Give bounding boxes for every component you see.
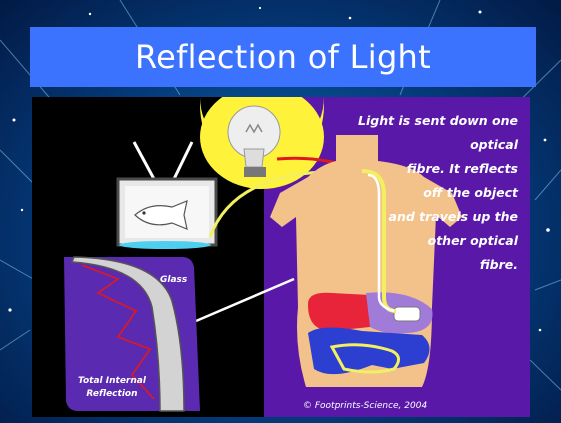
caption-line: Light is sent down one optical xyxy=(308,109,518,157)
slide-title: Reflection of Light xyxy=(135,38,431,76)
diagram-caption: Light is sent down one optical fibre. It… xyxy=(308,109,518,277)
caption-line: other optical xyxy=(308,229,518,253)
caption-line: fibre. xyxy=(308,253,518,277)
tir-label-line: Total Internal xyxy=(78,375,146,388)
copyright-notice: © Footprints-Science, 2004 xyxy=(303,401,427,411)
glass-label: Glass xyxy=(160,275,187,285)
caption-line: fibre. It reflects xyxy=(308,157,518,181)
caption-line: off the object xyxy=(308,181,518,205)
caption-line: and travels up the xyxy=(308,205,518,229)
title-bar: Reflection of Light xyxy=(30,27,536,87)
endoscope-diagram: Light is sent down one optical fibre. It… xyxy=(32,97,530,417)
tir-label-line: Reflection xyxy=(78,388,146,401)
total-internal-reflection-label: Total Internal Reflection xyxy=(78,375,146,401)
